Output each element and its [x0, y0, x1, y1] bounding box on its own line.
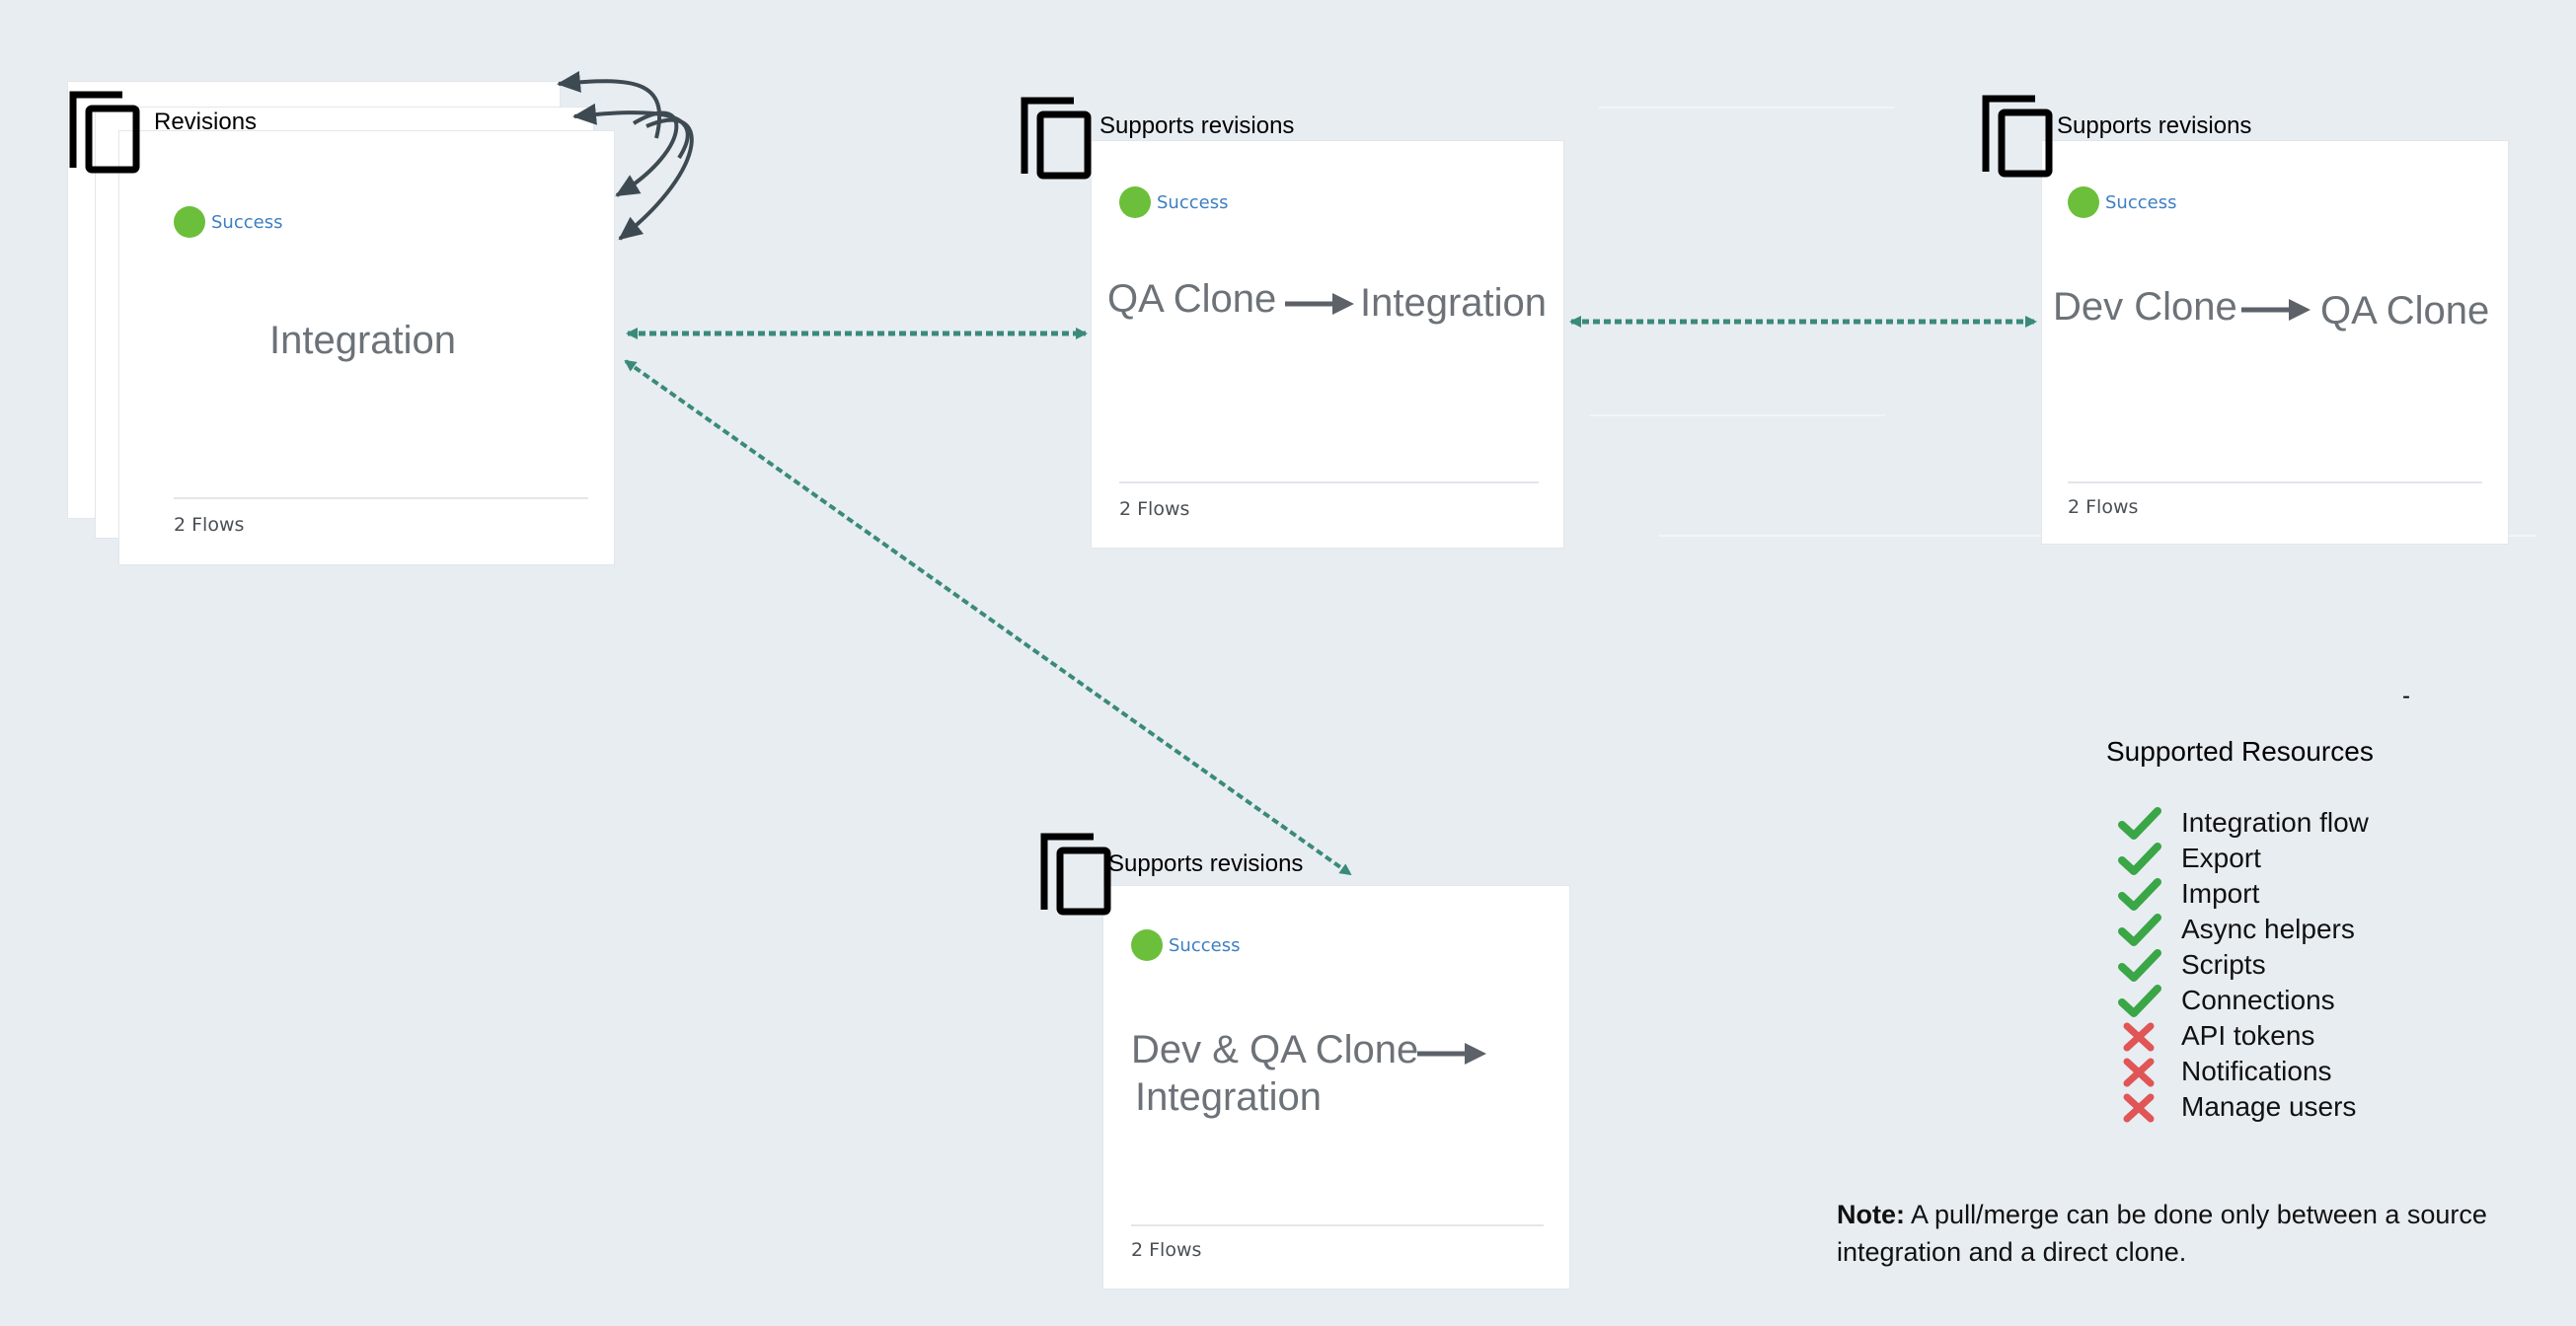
status-indicator: Success	[1131, 929, 1240, 961]
resource-item: Connections	[2118, 983, 2335, 1018]
resource-item: Export	[2118, 841, 2261, 876]
resource-label: Integration flow	[2181, 807, 2369, 838]
arrow-right-icon	[1417, 1043, 1486, 1065]
resource-item: Manage users	[2118, 1089, 2356, 1125]
integration-title: Integration	[269, 319, 457, 362]
status-indicator: Success	[2068, 186, 2176, 218]
clone-title-to: Integration	[1135, 1075, 1323, 1119]
cross-icon	[2118, 1089, 2161, 1125]
supports-revisions-label: Supports revisions	[1099, 112, 1295, 139]
card-divider	[2068, 481, 2482, 483]
flows-count: 2 Flows	[2068, 496, 2139, 518]
flows-count: 2 Flows	[1119, 498, 1190, 520]
flows-count: 2 Flows	[1131, 1239, 1202, 1261]
resource-item: Scripts	[2118, 947, 2266, 983]
copy-icon	[1021, 97, 1092, 180]
resources-heading: Supported Resources	[2106, 736, 2374, 767]
status-indicator: Success	[174, 206, 282, 238]
resource-label: Export	[2181, 843, 2261, 873]
copy-icon	[1982, 95, 2053, 178]
checkmark-icon	[2118, 841, 2161, 876]
note-bold-label: Note:	[1837, 1200, 1905, 1229]
supports-revisions-label: Supports revisions	[1108, 850, 1304, 877]
resource-label: Connections	[2181, 985, 2335, 1015]
revisions-label: Revisions	[154, 109, 258, 135]
arrow-right-icon	[2241, 299, 2311, 321]
resource-item: Import	[2118, 876, 2259, 912]
resource-item: Notifications	[2118, 1054, 2332, 1089]
copy-icon	[1040, 833, 1111, 916]
status-text: Success	[211, 211, 283, 233]
clone-title-to: Integration	[1360, 281, 1548, 325]
success-dot-icon	[1131, 929, 1163, 961]
resource-label: Async helpers	[2181, 914, 2355, 944]
resource-label: Manage users	[2181, 1091, 2357, 1122]
clone-title-to: QA Clone	[2320, 289, 2490, 332]
status-text: Success	[1169, 934, 1241, 956]
ghost-line	[1589, 414, 1885, 416]
note-body: A pull/merge can be done only between a …	[1837, 1200, 2487, 1267]
ghost-line	[1599, 107, 1895, 109]
revision-loop-arrow	[615, 110, 679, 197]
stray-mark: -	[2402, 683, 2410, 709]
copy-icon	[69, 91, 140, 174]
card-divider	[174, 497, 588, 499]
clone-title-from: QA Clone	[1107, 277, 1277, 321]
note-text: Note: A pull/merge can be done only betw…	[1837, 1196, 2528, 1271]
cross-icon	[2118, 1054, 2161, 1089]
checkmark-icon	[2118, 947, 2161, 983]
success-dot-icon	[174, 206, 205, 238]
checkmark-icon	[2118, 912, 2161, 947]
status-indicator: Success	[1119, 186, 1228, 218]
status-text: Success	[1157, 191, 1229, 213]
card-divider	[1119, 481, 1539, 483]
cross-icon	[2118, 1018, 2161, 1054]
success-dot-icon	[1119, 186, 1151, 218]
clone-title-from: Dev & QA Clone	[1131, 1028, 1419, 1071]
checkmark-icon	[2118, 805, 2161, 841]
qa-clone-card[interactable]: Success QA Clone Integration 2 Flows	[1091, 140, 1564, 549]
revision-loop-arrow	[618, 117, 694, 241]
dev-qa-clone-card[interactable]: Success Dev & QA Clone Integration 2 Flo…	[1102, 885, 1570, 1289]
arrow-right-icon	[1285, 293, 1354, 315]
status-text: Success	[2105, 191, 2177, 213]
checkmark-icon	[2118, 876, 2161, 912]
supports-revisions-label: Supports revisions	[2057, 112, 2252, 139]
source-integration-card[interactable]: Success Integration 2 Flows	[118, 130, 615, 565]
clone-title-from: Dev Clone	[2053, 285, 2237, 329]
resource-item: API tokens	[2118, 1018, 2314, 1054]
checkmark-icon	[2118, 983, 2161, 1018]
resource-item: Async helpers	[2118, 912, 2355, 947]
resource-label: API tokens	[2181, 1020, 2315, 1051]
resource-label: Notifications	[2181, 1056, 2332, 1086]
success-dot-icon	[2068, 186, 2099, 218]
resource-label: Import	[2181, 878, 2260, 909]
dev-clone-card[interactable]: Success Dev Clone QA Clone 2 Flows	[2041, 140, 2509, 545]
flows-count: 2 Flows	[174, 514, 245, 536]
resource-item: Integration flow	[2118, 805, 2369, 841]
card-divider	[1131, 1224, 1544, 1226]
resource-label: Scripts	[2181, 949, 2266, 980]
